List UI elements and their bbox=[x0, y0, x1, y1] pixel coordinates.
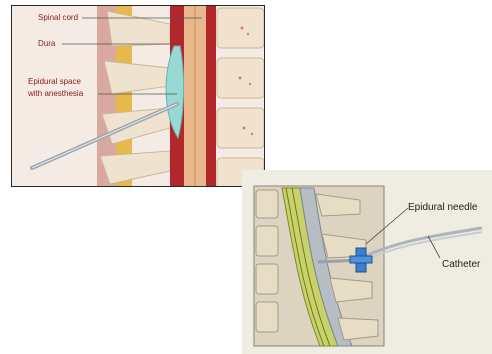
vertebral-bodies bbox=[217, 8, 264, 186]
label-epidural-needle: Epidural needle bbox=[408, 202, 478, 213]
label-spinal-cord: Spinal cord bbox=[38, 13, 78, 22]
label-epidural-line2: with anesthesia bbox=[27, 89, 84, 98]
label-epidural-line1: Epidural space bbox=[28, 77, 81, 86]
label-catheter: Catheter bbox=[442, 259, 481, 270]
epidural-anatomy-illustration: Spinal cord Dura Epidural space with ane… bbox=[11, 5, 265, 187]
epidural-anatomy-svg: Spinal cord Dura Epidural space with ane… bbox=[12, 6, 264, 186]
catheter-placement-svg: Epidural needle Catheter bbox=[242, 170, 492, 354]
label-dura: Dura bbox=[38, 39, 56, 48]
catheter-placement-illustration: Epidural needle Catheter bbox=[242, 170, 492, 354]
